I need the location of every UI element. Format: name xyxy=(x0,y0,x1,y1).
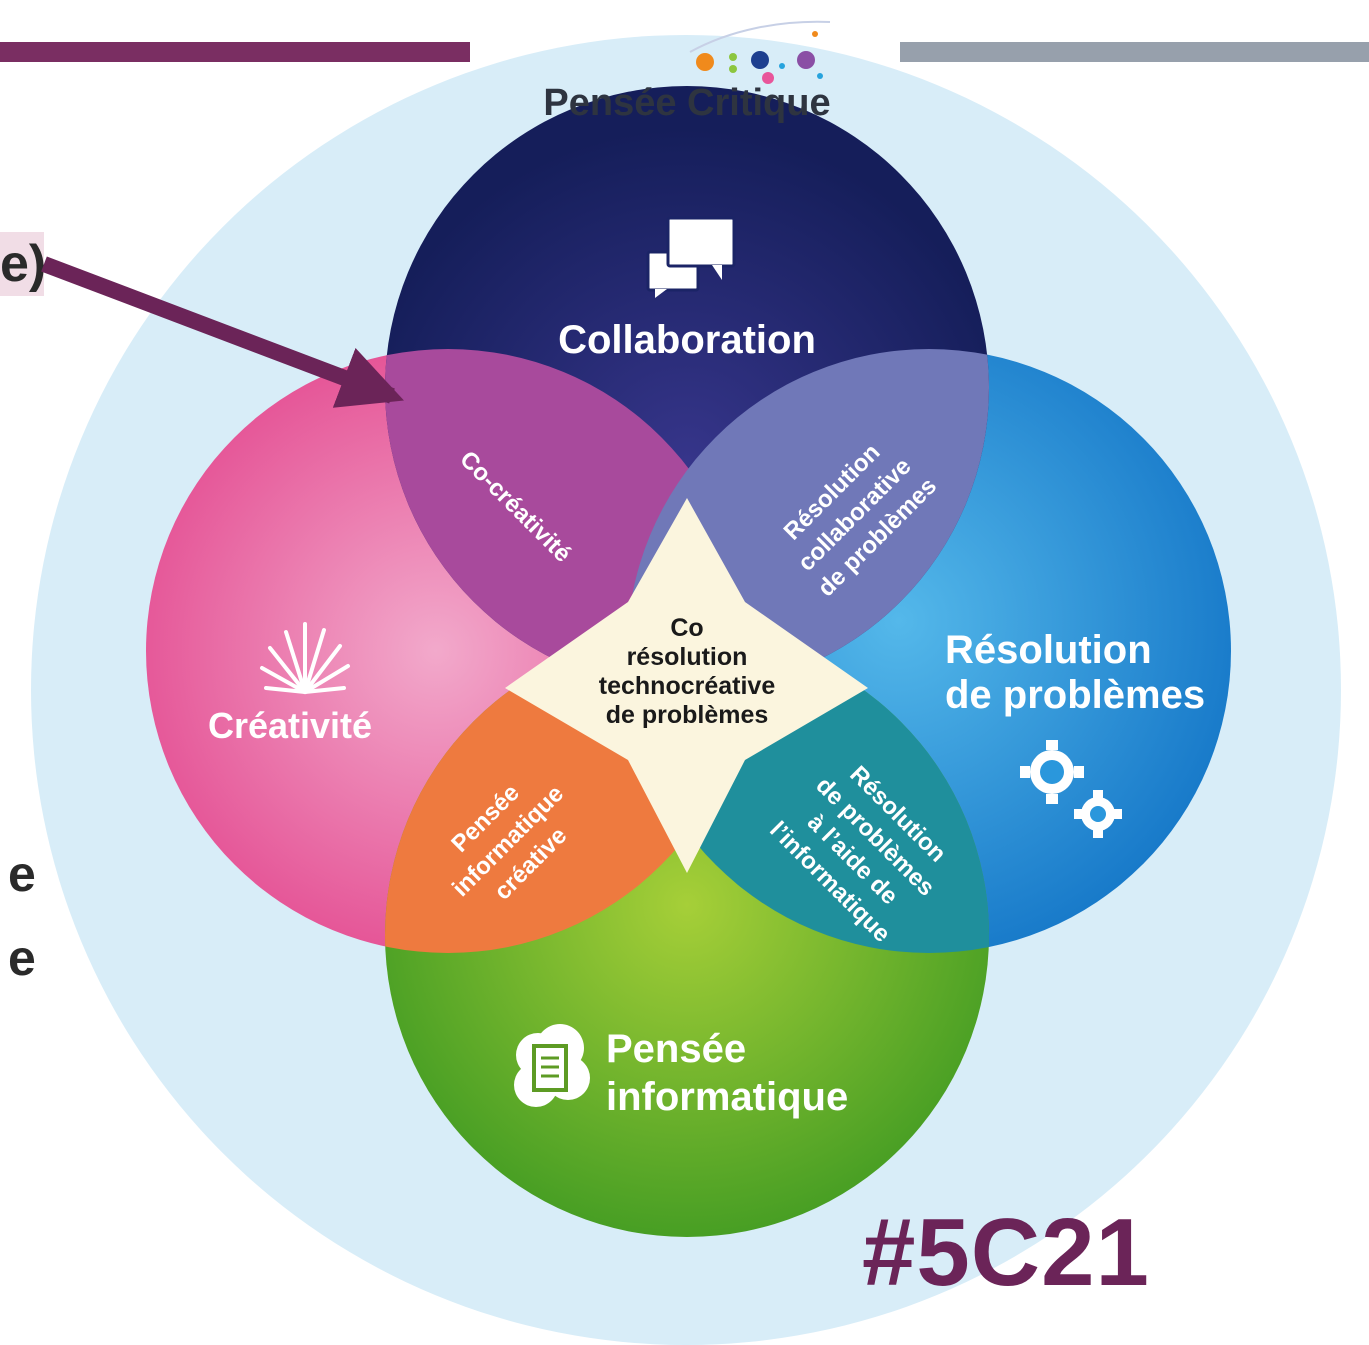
center-label-line1: Co xyxy=(670,614,703,642)
center-label-line4: de problèmes xyxy=(606,701,769,729)
center-star xyxy=(505,498,868,873)
center-label-line2: résolution xyxy=(627,643,748,671)
label-creativite: Créativité xyxy=(208,705,372,746)
center-label-line3: technocréative xyxy=(599,672,776,700)
label-pensee-informatique-line2: informatique xyxy=(606,1075,848,1119)
title-pensee-critique: Pensée Critique xyxy=(543,82,830,124)
slide-text-fragment-1: e xyxy=(8,846,36,902)
speech-bubbles-icon xyxy=(646,216,736,298)
pointer-arrow xyxy=(41,256,404,408)
slide-text-fragment-2: e xyxy=(8,930,36,986)
cloud-document-icon xyxy=(514,1024,590,1107)
label-resolution-line2: de problèmes xyxy=(945,673,1205,717)
slide-text-fragment-paren: e) xyxy=(0,232,46,296)
dots-logo-icon xyxy=(689,20,831,84)
hashtag-label: #5C21 xyxy=(862,1199,1150,1306)
label-pensee-informatique-line1: Pensée xyxy=(606,1027,746,1071)
label-collaboration: Collaboration xyxy=(558,318,816,362)
accent-bar-right xyxy=(900,42,1369,62)
gears-icon xyxy=(1020,740,1122,838)
label-resolution-line1: Résolution xyxy=(945,628,1152,672)
accent-bar-left xyxy=(0,42,470,62)
burst-icon xyxy=(260,622,350,694)
